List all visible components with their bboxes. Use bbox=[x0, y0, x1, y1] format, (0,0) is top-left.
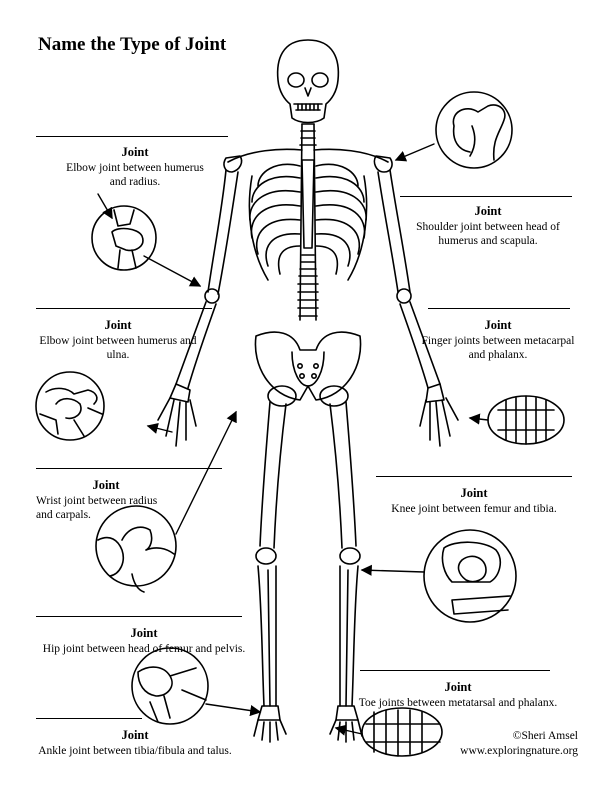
shoulder-detail bbox=[435, 91, 513, 169]
label-rule bbox=[36, 616, 242, 617]
joint-description: Ankle joint between tibia/fibula and tal… bbox=[38, 745, 232, 757]
joint-description: Wrist joint between radius and carpals. bbox=[36, 495, 158, 521]
joint-heading: Joint bbox=[104, 318, 132, 332]
spine bbox=[297, 123, 319, 321]
joint-description: Finger joints between metacarpal and pha… bbox=[421, 335, 575, 361]
joint-label-finger: Joint Finger joints between metacarpal a… bbox=[420, 318, 576, 362]
label-rule bbox=[36, 718, 142, 719]
credit-author: ©Sheri Amsel bbox=[512, 730, 578, 742]
label-rule bbox=[36, 136, 228, 137]
joint-heading: Joint bbox=[130, 626, 158, 640]
label-rule bbox=[36, 308, 212, 309]
joint-label-knee: Joint Knee joint between femur and tibia… bbox=[376, 486, 572, 516]
joint-heading: Joint bbox=[92, 478, 120, 492]
pointer-arrows bbox=[97, 143, 489, 736]
label-rule bbox=[428, 308, 570, 309]
joint-description: Toe joints between metatarsal and phalan… bbox=[358, 697, 558, 709]
hip-detail bbox=[131, 647, 209, 725]
joint-description: Hip joint between head of femur and pelv… bbox=[42, 643, 246, 655]
skull bbox=[276, 39, 340, 124]
joint-heading: Joint bbox=[444, 680, 472, 694]
right-shoulder bbox=[373, 155, 393, 173]
credit-website: www.exploringnature.org bbox=[460, 745, 578, 757]
elbow-radius-detail bbox=[91, 205, 157, 271]
joint-heading: Joint bbox=[460, 486, 488, 500]
pelvis bbox=[254, 331, 362, 407]
right-arm bbox=[377, 169, 459, 447]
left-leg bbox=[253, 401, 287, 743]
joint-description: Shoulder joint between head of humerus a… bbox=[416, 221, 560, 247]
joint-heading: Joint bbox=[121, 145, 149, 159]
left-shoulder bbox=[223, 155, 243, 173]
label-rule bbox=[376, 476, 572, 477]
finger-detail bbox=[487, 395, 565, 445]
knee-detail bbox=[423, 529, 517, 623]
left-arm bbox=[157, 169, 239, 447]
rib-cage bbox=[248, 159, 368, 281]
joint-label-elbow-ulna: Joint Elbow joint between humerus and ul… bbox=[38, 318, 198, 362]
joint-description: Knee joint between femur and tibia. bbox=[391, 503, 557, 515]
toe-detail bbox=[361, 707, 443, 757]
joint-label-elbow-radius: Joint Elbow joint between humerus and ra… bbox=[60, 145, 210, 189]
joint-description: Elbow joint between humerus and radius. bbox=[66, 162, 204, 188]
joint-description: Elbow joint between humerus and ulna. bbox=[39, 335, 197, 361]
page-title: Name the Type of Joint bbox=[38, 34, 227, 55]
joint-label-wrist: Joint Wrist joint between radius and car… bbox=[36, 478, 176, 522]
joint-heading: Joint bbox=[484, 318, 512, 332]
credit: ©Sheri Amsel www.exploringnature.org bbox=[460, 729, 578, 759]
joint-heading: Joint bbox=[121, 728, 149, 742]
label-rule bbox=[400, 196, 572, 197]
label-rule bbox=[360, 670, 550, 671]
joint-heading: Joint bbox=[474, 204, 502, 218]
wrist-detail bbox=[95, 505, 177, 593]
right-leg bbox=[329, 401, 363, 743]
joint-label-ankle: Joint Ankle joint between tibia/fibula a… bbox=[26, 728, 244, 758]
clavicles bbox=[227, 148, 389, 163]
label-rule bbox=[36, 468, 222, 469]
joint-label-hip: Joint Hip joint between head of femur an… bbox=[30, 626, 258, 656]
joint-label-toe: Joint Toe joints between metatarsal and … bbox=[350, 680, 566, 710]
elbow-ulna-detail bbox=[35, 371, 105, 441]
joint-label-shoulder: Joint Shoulder joint between head of hum… bbox=[408, 204, 568, 248]
